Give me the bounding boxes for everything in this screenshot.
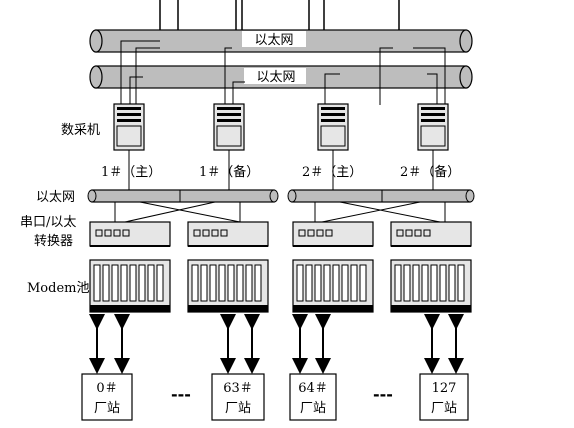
station-127: 127 厂站: [419, 373, 469, 421]
computer-label-2-backup: 2＃（备）: [400, 164, 460, 180]
acquisition-computer-1-main: [113, 103, 145, 160]
station-64-number: 64＃: [298, 381, 328, 396]
modem-pool-2: [187, 259, 269, 313]
station-64: 64＃ 厂站: [289, 373, 337, 421]
local-ethernet-left: [87, 189, 279, 203]
acquisition-computer-2-backup: [417, 103, 449, 160]
converter-label-line1: 串口/以太: [20, 215, 76, 230]
ellipsis-right: ---: [373, 385, 393, 404]
station-64-name: 厂站: [300, 401, 326, 416]
computer-drop-lines: [128, 160, 434, 190]
station-0-name: 厂站: [94, 401, 120, 416]
station-63-number: 63＃: [223, 381, 253, 396]
modem-pool-label: Modem池: [27, 281, 89, 296]
converter-label-line2: 转换器: [34, 234, 73, 249]
acquisition-computer-1-backup: [213, 103, 245, 160]
modem-station-links: [89, 314, 464, 374]
station-0-number: 0＃: [96, 381, 117, 396]
station-63: 63＃ 厂站: [211, 373, 265, 421]
modem-pool-1: [89, 259, 171, 313]
station-0: 0＃ 厂站: [81, 373, 133, 421]
backbone-ethernet-1-label: 以太网: [254, 33, 293, 48]
converter-3: [292, 221, 374, 247]
station-127-name: 厂站: [431, 401, 457, 416]
station-127-number: 127: [432, 381, 457, 396]
backbone-ethernet-2: 以太网: [89, 65, 473, 89]
computer-label-2-main: 2＃（主）: [302, 165, 362, 180]
computer-label-1-main: 1＃（主）: [101, 165, 161, 180]
backbone-ethernet-2-label: 以太网: [256, 70, 295, 85]
ellipsis-left: ---: [171, 385, 191, 404]
top-incoming-lines: [159, 0, 400, 30]
backbone-ethernet-1: 以太网: [89, 29, 473, 53]
converter-1: [89, 221, 171, 247]
backbone-connections: [120, 40, 446, 105]
local-ethernet-label: 以太网: [36, 190, 75, 205]
modem-pool-3: [292, 259, 374, 313]
converter-2: [187, 221, 269, 247]
acquisition-computer-label: 数采机: [61, 123, 100, 138]
local-ethernet-right: [287, 189, 475, 203]
station-63-name: 厂站: [225, 401, 251, 416]
converter-4: [390, 221, 472, 247]
acquisition-computer-2-main: [317, 103, 349, 160]
converter-cross-links: [114, 201, 446, 223]
modem-pool-4: [390, 259, 472, 313]
